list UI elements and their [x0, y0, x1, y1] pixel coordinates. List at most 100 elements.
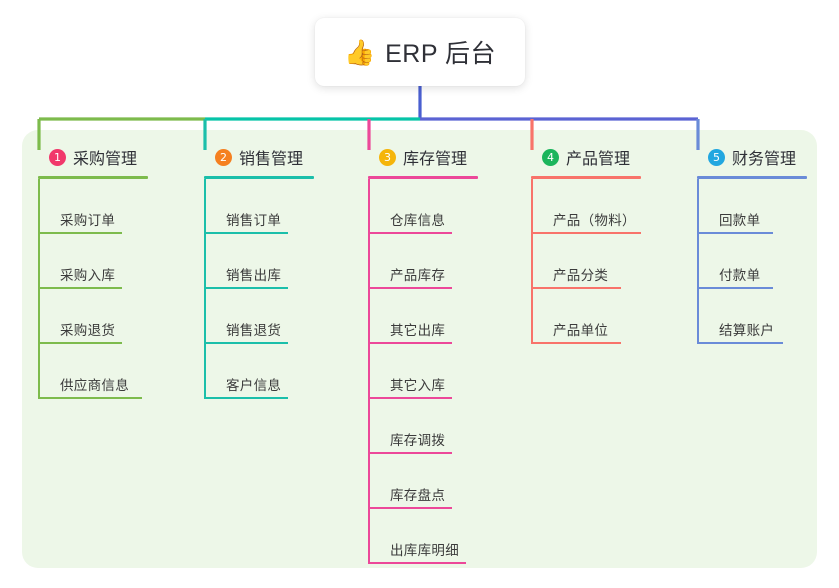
branch-spine — [531, 179, 533, 344]
branch-item[interactable]: 付款单 — [697, 234, 807, 289]
branch-title: 销售管理 — [239, 151, 304, 168]
branch-item-label: 产品分类 — [553, 268, 609, 283]
branch-item-label: 产品（物料） — [553, 213, 636, 228]
branch-item-label: 出库库明细 — [390, 543, 459, 558]
branch-item-rule — [38, 342, 122, 344]
branch-item-label: 产品单位 — [553, 323, 609, 338]
branch-header-rule — [204, 176, 314, 179]
branch-item-label: 库存调拨 — [390, 433, 446, 448]
branch-item-label: 供应商信息 — [60, 378, 129, 393]
branch-item[interactable]: 采购入库 — [38, 234, 148, 289]
branch-item[interactable]: 结算账户 — [697, 289, 807, 344]
branch-item[interactable]: 库存调拨 — [368, 399, 478, 454]
branch-column-3: 3 库存管理仓库信息产品库存其它出库其它入库库存调拨库存盘点出库库明细 — [368, 146, 478, 564]
root-node[interactable]: 👍 ERP 后台 — [315, 18, 525, 86]
branch-item[interactable]: 其它出库 — [368, 289, 478, 344]
branch-item[interactable]: 其它入库 — [368, 344, 478, 399]
branch-item-label: 销售出库 — [226, 268, 282, 283]
branch-item[interactable]: 供应商信息 — [38, 344, 148, 399]
branch-item-rule — [697, 342, 783, 344]
branch-spine — [204, 179, 206, 399]
branch-header-5[interactable]: 5 财务管理 — [697, 146, 807, 168]
branches-panel — [22, 130, 817, 568]
branch-item-rule — [38, 397, 142, 399]
branch-index-badge: 3 — [379, 148, 396, 166]
branch-item[interactable]: 库存盘点 — [368, 454, 478, 509]
branch-item-label: 采购退货 — [60, 323, 116, 338]
branch-item-rule — [204, 342, 288, 344]
branch-item-rule — [368, 342, 452, 344]
branch-item-label: 客户信息 — [226, 378, 282, 393]
branch-column-2: 2 销售管理销售订单销售出库销售退货客户信息 — [204, 146, 314, 399]
branch-item-label: 采购订单 — [60, 213, 116, 228]
branch-item[interactable]: 采购订单 — [38, 179, 148, 234]
branch-item-label: 仓库信息 — [390, 213, 446, 228]
branch-item-rule — [204, 287, 288, 289]
branch-item-rule — [368, 452, 452, 454]
branch-item-label: 结算账户 — [719, 323, 775, 338]
branch-item[interactable]: 出库库明细 — [368, 509, 478, 564]
branch-title: 采购管理 — [73, 151, 138, 168]
branch-spine — [697, 179, 699, 344]
branch-item-label: 其它出库 — [390, 323, 446, 338]
branch-item-rule — [368, 397, 452, 399]
branch-item-label: 其它入库 — [390, 378, 446, 393]
branch-index-badge: 1 — [49, 148, 66, 166]
branch-item-rule — [368, 507, 452, 509]
thumbs-up-icon: 👍 — [343, 37, 376, 67]
branch-item-rule — [368, 287, 452, 289]
branch-item-rule — [697, 287, 773, 289]
branch-header-3[interactable]: 3 库存管理 — [368, 146, 478, 168]
branch-item-list: 产品（物料） 产品分类产品单位 — [531, 179, 641, 344]
branch-header-2[interactable]: 2 销售管理 — [204, 146, 314, 168]
branch-title: 产品管理 — [566, 151, 631, 168]
branch-item[interactable]: 销售出库 — [204, 234, 314, 289]
branch-item[interactable]: 客户信息 — [204, 344, 314, 399]
branch-item-rule — [368, 562, 466, 564]
branch-item-rule — [531, 287, 621, 289]
branch-index-badge: 5 — [708, 148, 725, 166]
branch-spine — [38, 179, 40, 399]
branch-column-4: 4 产品管理产品（物料） 产品分类产品单位 — [531, 146, 641, 344]
branch-header-1[interactable]: 1 采购管理 — [38, 146, 148, 168]
branch-item[interactable]: 采购退货 — [38, 289, 148, 344]
branch-header-rule — [531, 176, 641, 179]
root-title: ERP 后台 — [385, 40, 497, 68]
branch-item-list: 销售订单销售出库销售退货客户信息 — [204, 179, 314, 399]
branch-header-rule — [697, 176, 807, 179]
branch-item[interactable]: 产品分类 — [531, 234, 641, 289]
branch-index-badge: 4 — [542, 148, 559, 166]
branch-item[interactable]: 回款单 — [697, 179, 807, 234]
branch-item[interactable]: 产品（物料） — [531, 179, 641, 234]
branch-column-5: 5 财务管理回款单付款单结算账户 — [697, 146, 807, 344]
branch-item-list: 采购订单采购入库采购退货供应商信息 — [38, 179, 148, 399]
branch-item-rule — [368, 232, 452, 234]
branch-item-rule — [38, 287, 122, 289]
branch-item-label: 产品库存 — [390, 268, 446, 283]
branch-item-label: 付款单 — [719, 268, 761, 283]
branch-header-4[interactable]: 4 产品管理 — [531, 146, 641, 168]
branch-item-rule — [38, 232, 122, 234]
branch-item[interactable]: 产品库存 — [368, 234, 478, 289]
branch-title: 库存管理 — [403, 151, 468, 168]
branch-item-rule — [531, 232, 641, 234]
branch-item[interactable]: 仓库信息 — [368, 179, 478, 234]
branch-header-rule — [368, 176, 478, 179]
branch-header-rule — [38, 176, 148, 179]
branch-item[interactable]: 销售订单 — [204, 179, 314, 234]
branch-item-label: 回款单 — [719, 213, 761, 228]
branch-item-label: 采购入库 — [60, 268, 116, 283]
branch-column-1: 1 采购管理采购订单采购入库采购退货供应商信息 — [38, 146, 148, 399]
branch-index-badge: 2 — [215, 148, 232, 166]
branch-item-rule — [697, 232, 773, 234]
branch-item-label: 销售订单 — [226, 213, 282, 228]
branch-item-rule — [204, 232, 288, 234]
branch-title: 财务管理 — [732, 151, 797, 168]
branch-spine — [368, 179, 370, 564]
branch-item[interactable]: 销售退货 — [204, 289, 314, 344]
branch-item[interactable]: 产品单位 — [531, 289, 641, 344]
branch-item-label: 库存盘点 — [390, 488, 446, 503]
branch-item-list: 仓库信息产品库存其它出库其它入库库存调拨库存盘点出库库明细 — [368, 179, 478, 564]
branch-item-label: 销售退货 — [226, 323, 282, 338]
